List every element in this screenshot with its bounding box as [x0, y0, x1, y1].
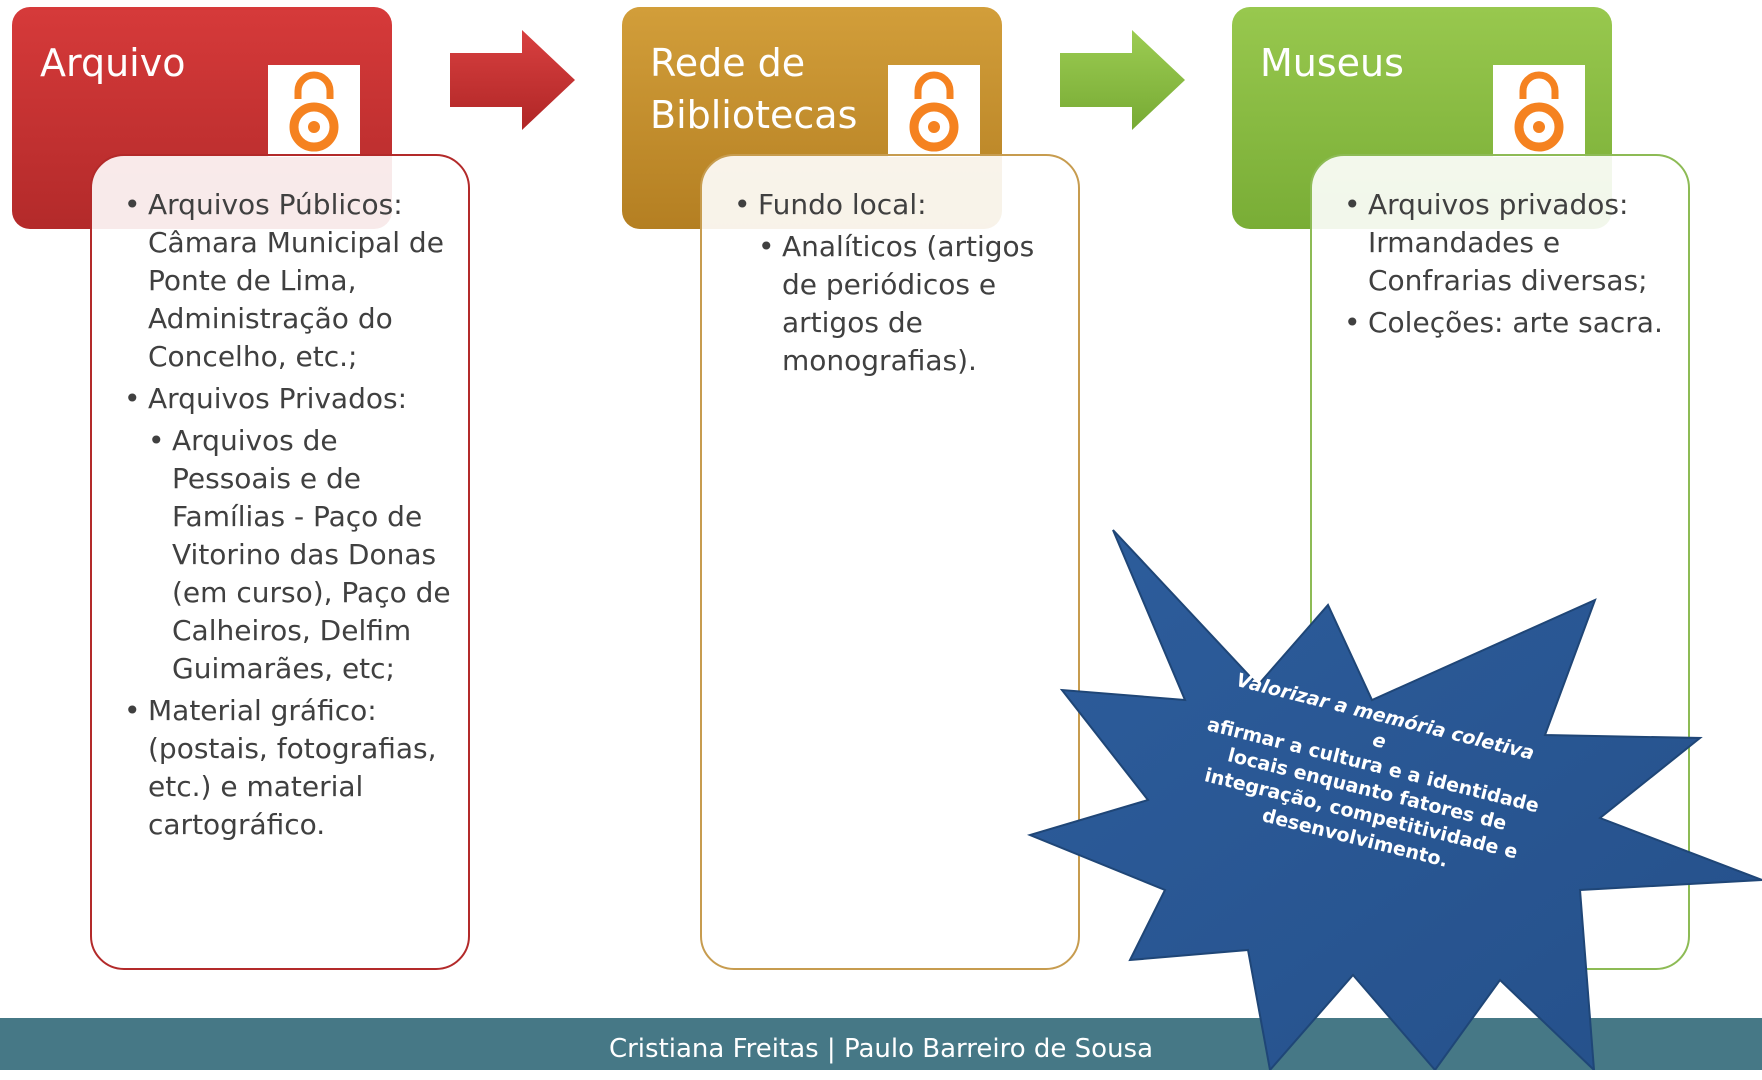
bibliotecas-card: Fundo local: Analíticos (artigos de peri… [700, 154, 1080, 970]
list-item: Material gráfico: (postais, fotografias,… [124, 692, 454, 844]
open-access-icon [268, 65, 360, 157]
list-item: Coleções: arte sacra. [1344, 304, 1674, 342]
bibliotecas-title: Rede de Bibliotecas [650, 41, 858, 137]
arrow-right-icon [1060, 30, 1185, 130]
footer-bar: Cristiana Freitas | Paulo Barreiro de So… [0, 1018, 1762, 1070]
list-item: Fundo local: [734, 186, 1064, 224]
list-item: Analíticos (artigos de periódicos e arti… [758, 228, 1064, 380]
list-item: Arquivos Privados: [124, 380, 454, 418]
arquivo-card: Arquivos Públicos: Câmara Municipal de P… [90, 154, 470, 970]
list-item: Arquivos Públicos: Câmara Municipal de P… [124, 186, 454, 376]
arquivo-title: Arquivo [40, 41, 186, 85]
list-item: Arquivos privados: Irmandades e Confrari… [1344, 186, 1674, 300]
open-access-icon [1493, 65, 1585, 157]
footer-authors: Cristiana Freitas | Paulo Barreiro de So… [608, 1034, 1154, 1064]
list-item: Arquivos de Pessoais e de Famílias - Paç… [148, 422, 454, 688]
museus-title: Museus [1260, 41, 1404, 85]
arrow-right-icon [450, 30, 575, 130]
open-access-icon [888, 65, 980, 157]
